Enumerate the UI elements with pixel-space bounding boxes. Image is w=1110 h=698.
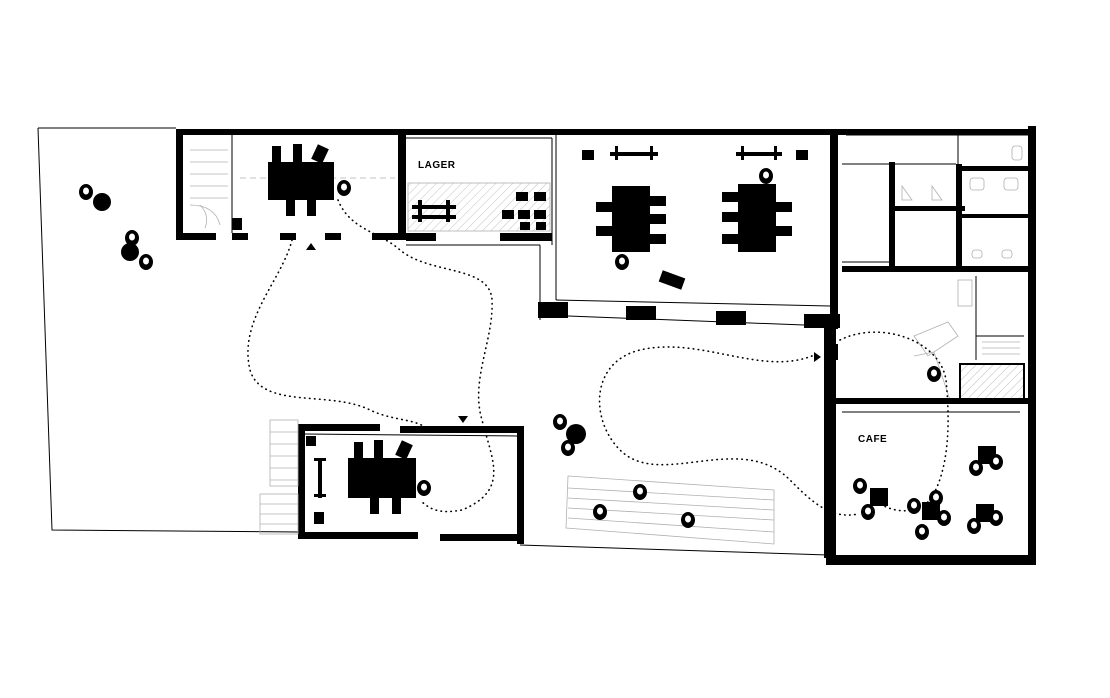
- person-icon: [633, 484, 647, 500]
- person-icon: [853, 478, 867, 494]
- site-outline: [37, 127, 1025, 566]
- entrance-arrow-icon: [814, 352, 821, 362]
- person-icon: [681, 512, 695, 528]
- person-icon: [417, 480, 431, 496]
- person-icon: [969, 460, 983, 476]
- stairs-nw: [189, 149, 228, 229]
- person-icon: [915, 524, 929, 540]
- table-nw: [268, 144, 351, 216]
- lager-label: LAGER: [418, 160, 456, 171]
- service-wing: [842, 126, 1036, 564]
- table-sw: [348, 440, 431, 514]
- entrance-arrow-icon: [458, 416, 468, 423]
- person-icon: [937, 510, 951, 526]
- person-icon: [861, 504, 875, 520]
- person-icon: [553, 414, 567, 430]
- cafe-label: CAFE: [858, 434, 887, 445]
- person-icon: [759, 168, 773, 184]
- building-north-west: [176, 129, 406, 240]
- person-icon: [967, 518, 981, 534]
- person-icon: [989, 454, 1003, 470]
- entrance-arrow-icon: [306, 243, 316, 250]
- room-cafe: CAFE: [824, 328, 1036, 565]
- person-icon: [593, 504, 607, 520]
- person-icon: [139, 254, 153, 270]
- person-icon: [337, 180, 351, 196]
- table-hall-right: [722, 168, 792, 252]
- person-icon: [125, 230, 139, 246]
- stairs-sw: [259, 419, 299, 535]
- courtyard: [79, 184, 775, 545]
- person-icon: [615, 254, 629, 270]
- person-icon: [79, 184, 93, 200]
- room-main-hall: [538, 129, 846, 329]
- person-icon: [989, 510, 1003, 526]
- person-icon: [561, 440, 575, 456]
- building-south-west: [259, 419, 524, 544]
- person-icon: [927, 366, 941, 382]
- room-lager: LAGER: [406, 129, 556, 246]
- person-icon: [907, 498, 921, 514]
- table-hall-left: [596, 186, 686, 290]
- circulation-paths: [247, 199, 949, 516]
